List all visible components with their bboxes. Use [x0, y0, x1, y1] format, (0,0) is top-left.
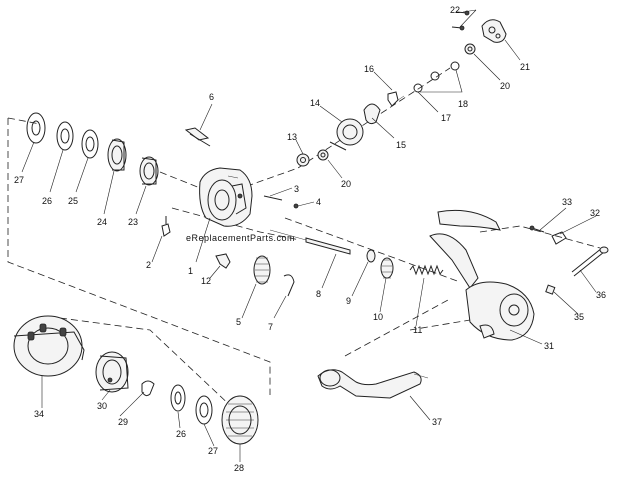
watermark-text: eReplacementParts.com — [186, 233, 295, 243]
bearing-23 — [139, 156, 159, 186]
part-number-label: 30 — [97, 401, 107, 411]
washer-27b — [195, 395, 213, 425]
part-number-label: 15 — [396, 140, 406, 150]
bail-bracket-15 — [363, 103, 381, 125]
part-number-label: 33 — [562, 197, 572, 207]
part-number-label: 27 — [14, 175, 24, 185]
main-shaft-8 — [269, 229, 351, 255]
part-number-label: 34 — [34, 409, 44, 419]
part-number-label: 35 — [574, 312, 584, 322]
spring-clip-7 — [283, 274, 295, 297]
part-number-label: 17 — [441, 113, 451, 123]
drag-knob-28 — [221, 395, 259, 445]
part-number-label: 21 — [520, 62, 530, 72]
nut-35 — [545, 284, 556, 295]
part-number-label: 36 — [596, 290, 606, 300]
reel-foot — [437, 209, 501, 231]
part-number-label: 16 — [364, 64, 374, 74]
part-number-label: 20 — [500, 81, 510, 91]
washer-26a — [56, 121, 74, 151]
assembly-guide-lines — [7, 67, 601, 411]
drag-washer-stack — [26, 112, 159, 186]
part-number-label: 18 — [458, 99, 468, 109]
rotor-housing-1 — [199, 167, 253, 227]
part-number-label: 10 — [373, 312, 383, 322]
part-number-label: 6 — [209, 92, 214, 102]
part-number-label: 25 — [68, 196, 78, 206]
part-number-label: 26 — [42, 196, 52, 206]
part-number-label: 27 — [208, 446, 218, 456]
part-number-label: 22 — [450, 5, 460, 15]
gear-10 — [380, 257, 394, 279]
rotor-part-14 — [336, 118, 364, 146]
part-labels: 22 21 20 16 18 17 14 15 13 20 6 3 4 27 2… — [14, 5, 606, 473]
washer-18a — [450, 61, 460, 71]
part-number-label: 14 — [310, 98, 320, 108]
part-number-label: 37 — [432, 417, 442, 427]
part-number-label: 1 — [188, 266, 193, 276]
part-number-label: 8 — [316, 289, 321, 299]
reel-body — [429, 209, 609, 341]
washer-18c — [413, 83, 423, 93]
washer-25a — [81, 129, 99, 159]
washer-26b — [170, 384, 186, 412]
part-number-label: 29 — [118, 417, 128, 427]
part-number-label: 2 — [146, 260, 151, 270]
spool-assembly — [13, 315, 259, 445]
pin-4 — [293, 203, 299, 209]
washer-27a — [26, 112, 46, 144]
part-number-label: 26 — [176, 429, 186, 439]
leader-lines — [21, 9, 597, 462]
washer-9 — [366, 249, 376, 263]
clip-2 — [161, 223, 171, 237]
part-number-label: 11 — [413, 325, 422, 335]
part-number-label: 32 — [590, 208, 600, 218]
gearbox — [161, 127, 444, 297]
gear-housing-31 — [465, 281, 535, 341]
part-number-label: 24 — [97, 217, 107, 227]
part-number-label: 23 — [128, 217, 138, 227]
part-number-label: 3 — [294, 184, 299, 194]
bracket-12 — [215, 253, 231, 269]
part-number-label: 9 — [346, 296, 351, 306]
part-number-label: 31 — [544, 341, 554, 351]
clip-29 — [141, 380, 155, 397]
pinion-gear-5 — [253, 255, 271, 285]
nut-13 — [296, 153, 310, 167]
part-number-label: 28 — [234, 463, 244, 473]
part-number-label: 7 — [268, 322, 273, 332]
part-number-label: 4 — [316, 197, 321, 207]
part-number-label: 13 — [287, 132, 297, 142]
part-number-label: 20 — [341, 179, 351, 189]
part-number-label: 12 — [201, 276, 211, 286]
bushing-24 — [107, 138, 127, 172]
spring-11 — [409, 264, 444, 276]
washer-18b — [430, 71, 440, 81]
spool-skirt-34 — [13, 315, 85, 377]
long-screw-36 — [571, 246, 609, 277]
bail-arm-21 — [481, 19, 507, 43]
pin-3 — [263, 195, 283, 201]
line-roller-16 — [387, 91, 399, 107]
crank-handle-37 — [317, 369, 429, 399]
clip-32 — [551, 231, 567, 245]
screw-22 — [451, 10, 470, 31]
spool-cup-30 — [95, 351, 129, 393]
screw-6 — [184, 127, 211, 147]
screw-33 — [529, 225, 545, 233]
washer-20b — [317, 149, 329, 161]
washer-20a — [464, 43, 476, 55]
part-number-label: 5 — [236, 317, 241, 327]
